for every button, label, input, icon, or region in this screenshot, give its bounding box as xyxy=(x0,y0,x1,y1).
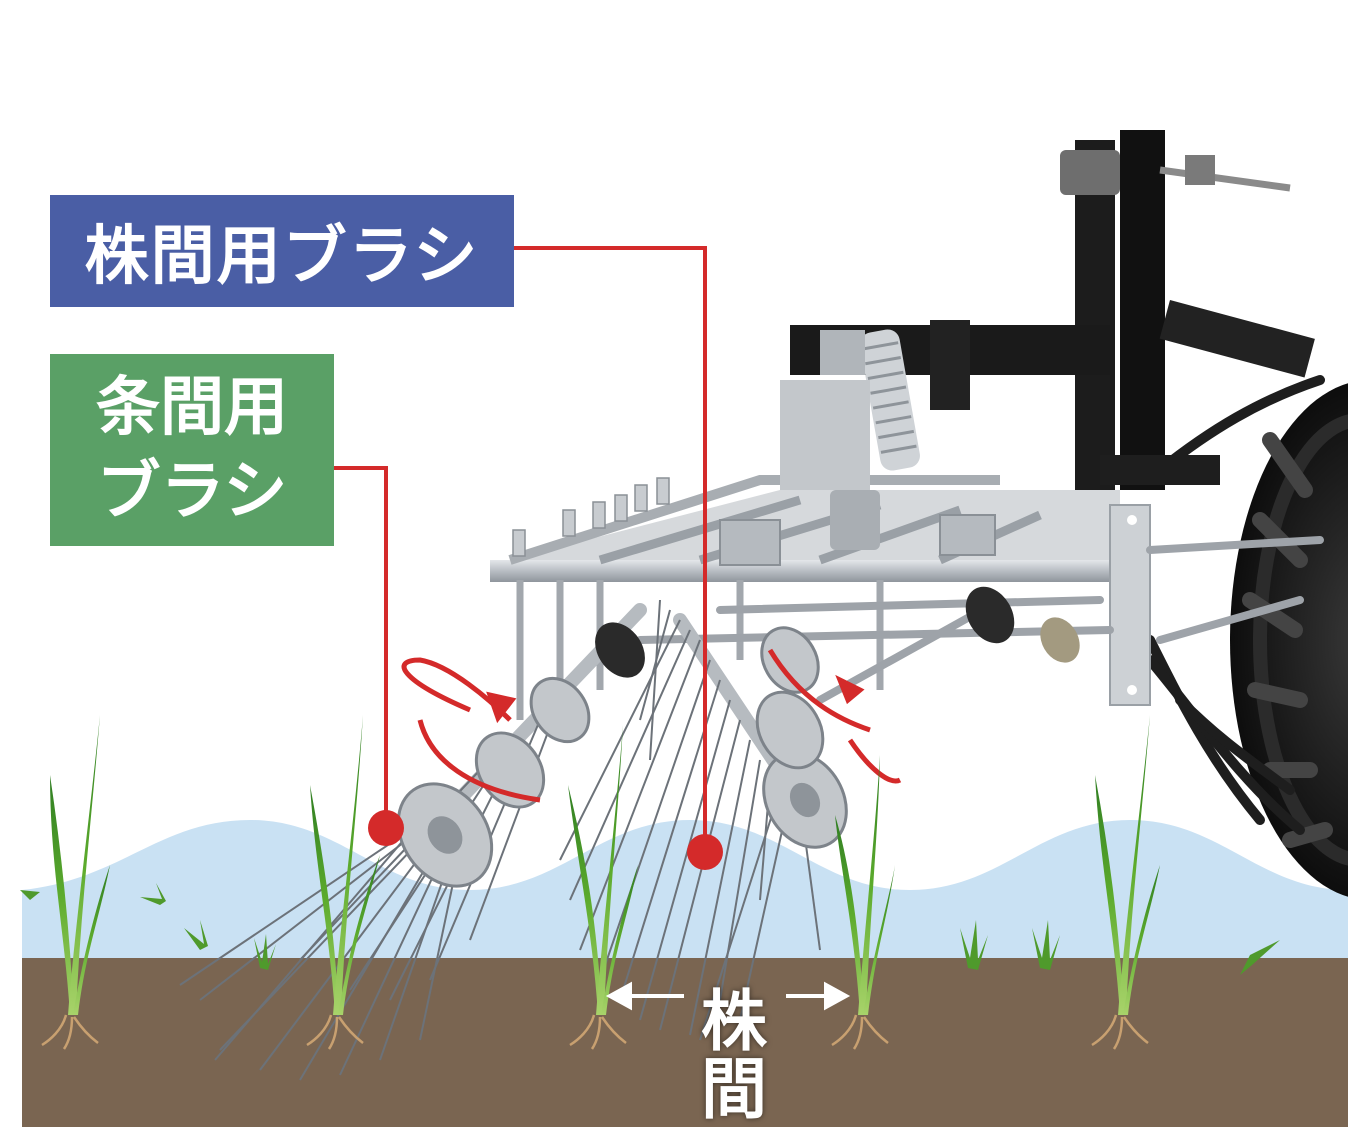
callout-lines xyxy=(334,246,707,852)
seedling xyxy=(41,715,110,1050)
weed-sprouts xyxy=(20,883,1280,975)
plant-spacing-label-line2: 間 xyxy=(701,1051,767,1128)
double-arrow-icon xyxy=(605,981,851,1011)
inter-row-brush-label: 条間用 ブラシ xyxy=(50,354,334,546)
callout-dot-icon xyxy=(687,834,723,870)
rotation-arrow-icon xyxy=(767,648,902,784)
water-surface xyxy=(22,820,1348,960)
inter-row-brush xyxy=(179,603,647,1081)
inter-row-brush-label-line1: 条間用 xyxy=(96,371,288,445)
seedling-row xyxy=(20,715,1280,1050)
seedling xyxy=(1091,715,1160,1050)
inter-row-brush-label-line2: ブラシ xyxy=(96,455,288,529)
rotation-arrow-icon xyxy=(401,657,541,803)
seedling xyxy=(568,725,638,1050)
intra-row-brush-label: 株間用ブラシ xyxy=(50,195,514,307)
seedling xyxy=(831,755,895,1050)
tension-spring xyxy=(860,329,920,471)
seedling xyxy=(306,715,380,1050)
steel-frame xyxy=(490,330,1324,720)
intra-row-brush xyxy=(559,586,1080,1041)
callout-dot-icon xyxy=(368,810,404,846)
plant-spacing-label-line1: 株 xyxy=(701,983,767,1060)
